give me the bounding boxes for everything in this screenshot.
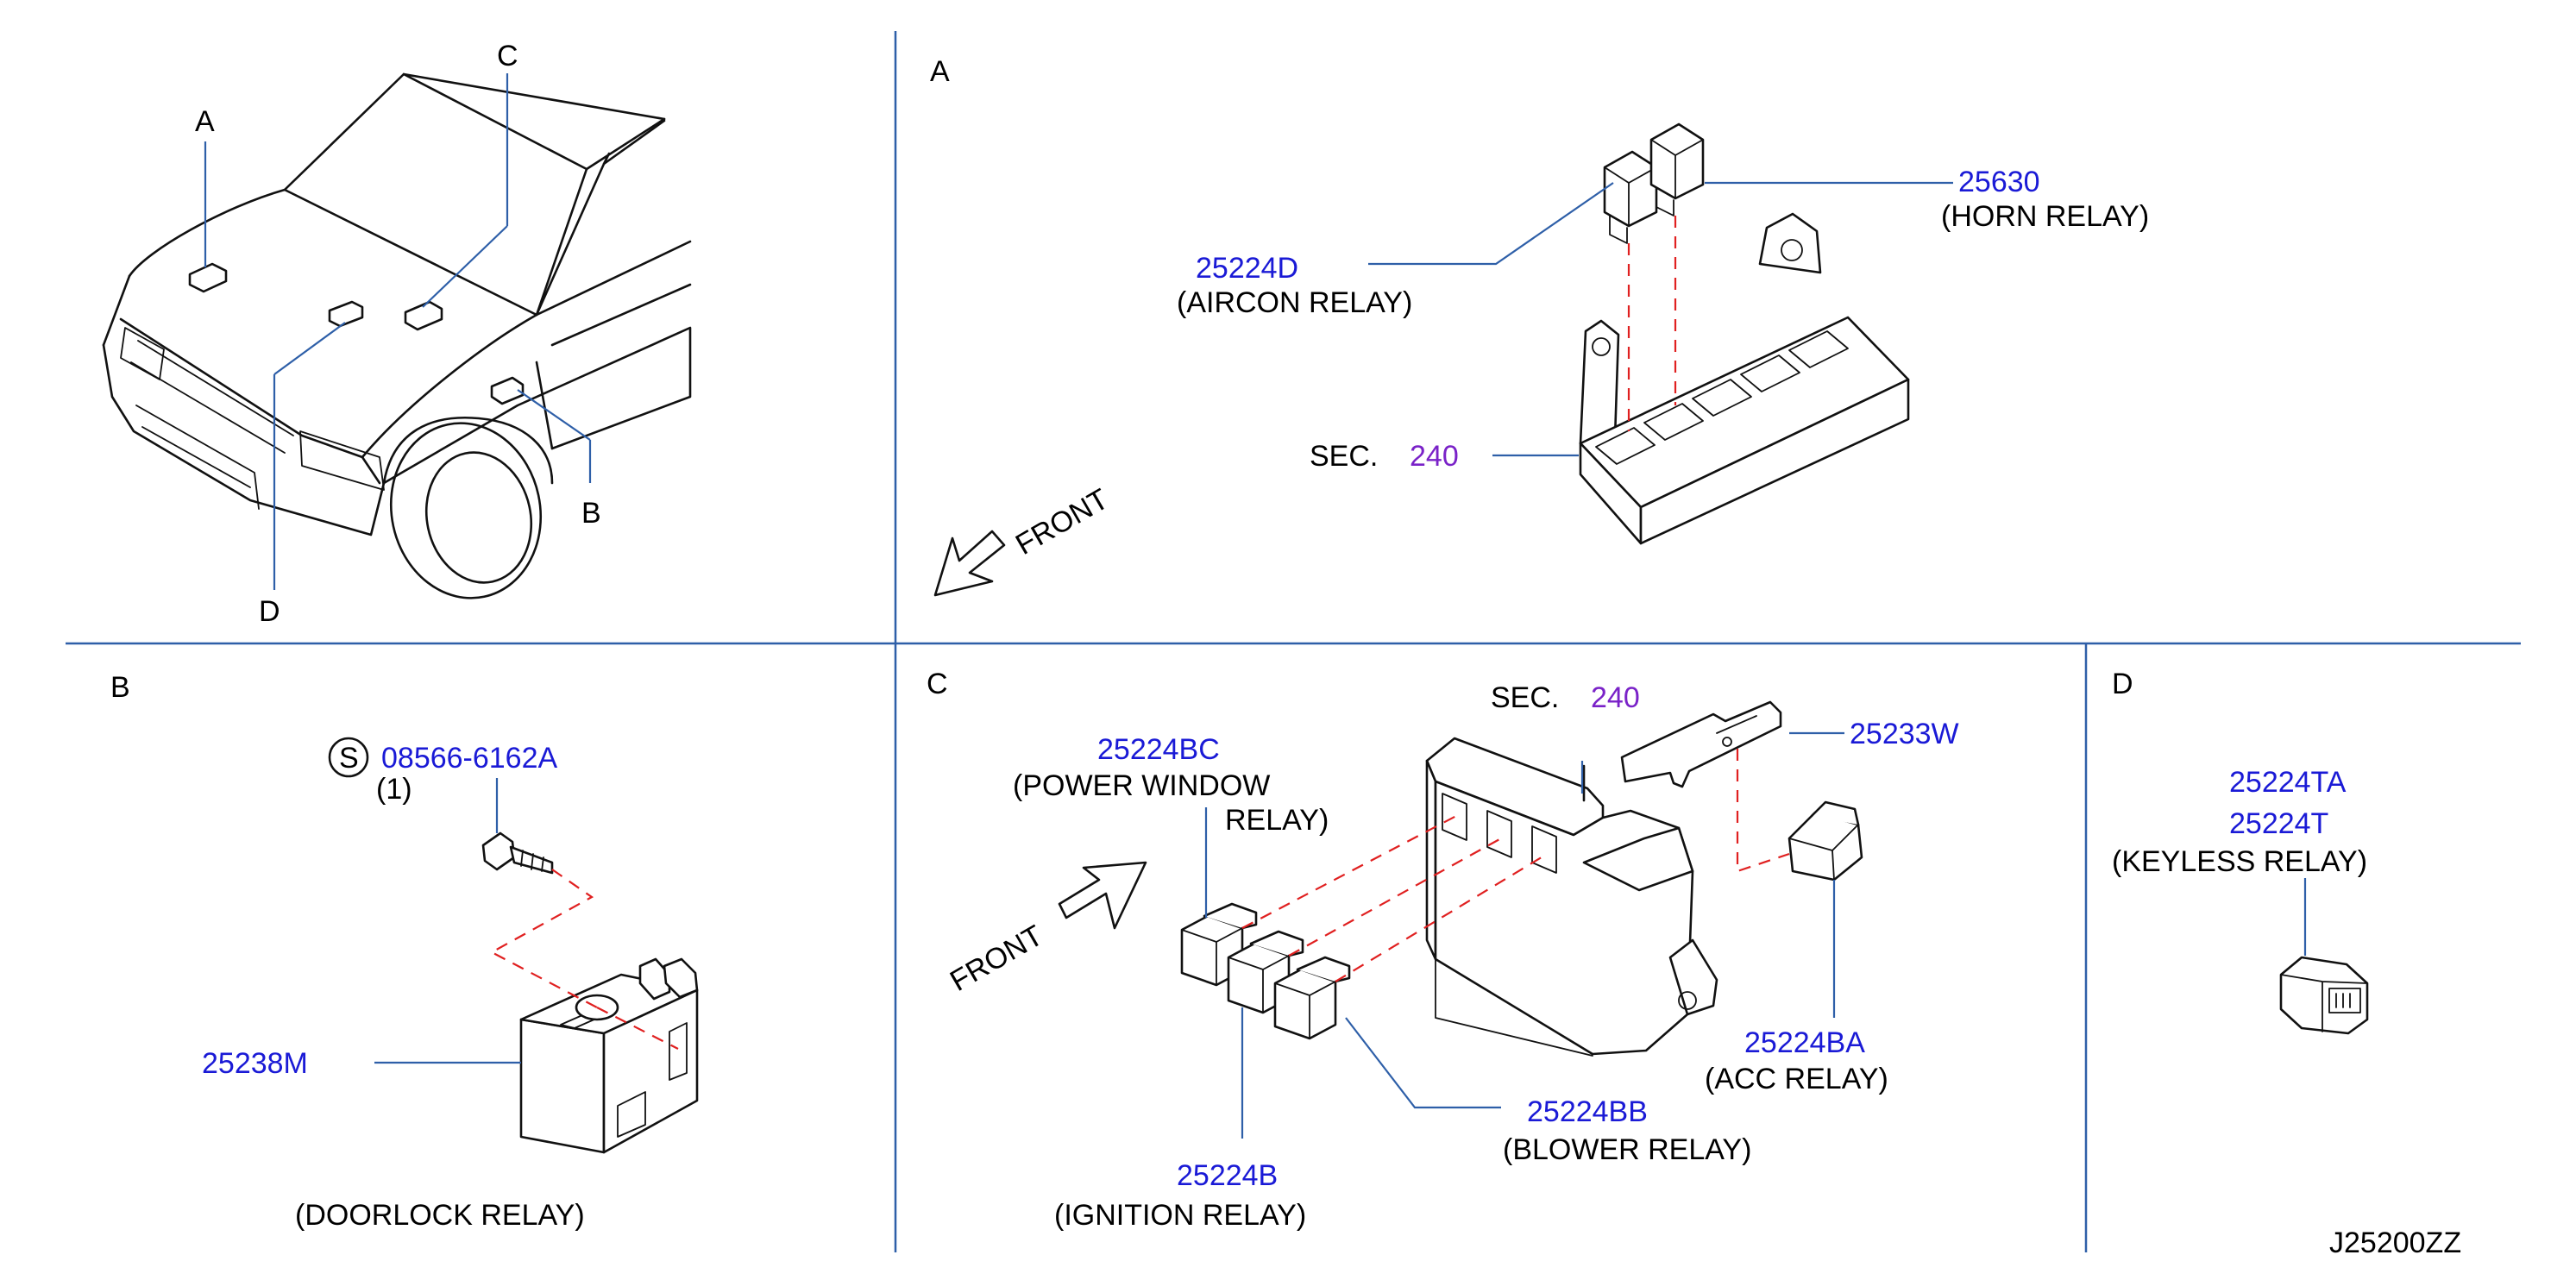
panel-c-leaders: [1204, 731, 1844, 1139]
screw-part-number: 08566-6162A: [381, 742, 558, 775]
blower-relay-name: (BLOWER RELAY): [1503, 1133, 1751, 1166]
overview-leaders: [204, 73, 592, 590]
junction-block-c: [1425, 737, 1718, 1057]
relay-box-a: [1579, 212, 1910, 545]
callout-label-c: C: [497, 40, 518, 72]
ignition-relay-name: (IGNITION RELAY): [1054, 1199, 1306, 1232]
vehicle-drawing: [102, 72, 692, 599]
screw-symbol-circle: [328, 737, 369, 778]
panel-a-hidden-lines: [1627, 216, 1677, 431]
front-label-c: FRONT: [945, 919, 1048, 997]
screw: [481, 778, 554, 875]
panel-c-sec-prefix: SEC.: [1491, 681, 1559, 714]
front-label-a: FRONT: [1010, 482, 1114, 561]
panel-a: A: [930, 55, 2149, 597]
panel-b-label: B: [110, 671, 130, 704]
panel-a-leaders: [1368, 181, 1953, 457]
panel-b-hidden-lines: [489, 869, 679, 1050]
ignition-relay: [1227, 930, 1304, 1014]
panel-d-label: D: [2112, 668, 2133, 700]
power-window-relay-name-line2: RELAY): [1225, 804, 1329, 837]
acc-relay-part-number: 25224BA: [1744, 1026, 1865, 1059]
power-window-relay: [1180, 902, 1258, 987]
panel-c-sec-number: 240: [1591, 681, 1640, 714]
doorlock-relay-name: (DOORLOCK RELAY): [295, 1199, 585, 1232]
horn-relay: [1649, 122, 1705, 216]
front-arrow-c: [1058, 861, 1147, 930]
acc-relay: [1787, 800, 1863, 882]
aircon-relay-name: (AIRCON RELAY): [1177, 286, 1412, 319]
keyless-relay: [2279, 956, 2369, 1035]
aircon-relay: [1603, 150, 1658, 244]
callout-label-a: A: [195, 105, 215, 138]
callout-label-b: B: [581, 497, 601, 530]
ignition-relay-part-number: 25224B: [1177, 1159, 1278, 1192]
panel-c-label: C: [927, 668, 948, 700]
keyless-relay-part-number-1: 25224TA: [2229, 766, 2347, 799]
diagram-code: J25200ZZ: [2329, 1227, 2461, 1259]
overview-panel: A C B D: [102, 40, 692, 628]
panel-dividers: [66, 31, 2521, 1252]
horn-relay-name: (HORN RELAY): [1941, 200, 2149, 233]
power-window-relay-name-line1: (POWER WINDOW: [1013, 769, 1270, 802]
blower-relay: [1273, 956, 1351, 1040]
horn-relay-part-number: 25630: [1958, 166, 2040, 198]
panel-a-sec-number: 240: [1410, 440, 1459, 473]
screw-symbol-letter: S: [339, 742, 359, 775]
callout-label-d: D: [259, 595, 280, 628]
aircon-relay-part-number: 25224D: [1196, 252, 1298, 285]
keyless-relay-part-number-2: 25224T: [2229, 807, 2328, 840]
power-window-relay-part-number: 25224BC: [1097, 733, 1220, 766]
acc-relay-name: (ACC RELAY): [1705, 1063, 1888, 1095]
panel-c: C SEC. 240: [927, 668, 1959, 1232]
panel-a-label: A: [930, 55, 950, 88]
front-arrow-a: [933, 530, 1006, 597]
doorlock-relay-part-number: 25238M: [202, 1047, 308, 1080]
blower-relay-part-number: 25224BB: [1527, 1095, 1648, 1128]
panel-b: B S 08566-6162A (1) 25238M (DOOR: [110, 671, 699, 1232]
screw-quantity: (1): [376, 773, 412, 806]
keyless-relay-name: (KEYLESS RELAY): [2112, 845, 2367, 878]
doorlock-relay: [519, 957, 699, 1154]
bracket-part-number: 25233W: [1850, 718, 1959, 750]
panel-a-sec-prefix: SEC.: [1310, 440, 1378, 473]
bracket-25233w: [1620, 700, 1782, 788]
panel-d: D 25224TA 25224T (KEYLESS RELAY): [2112, 668, 2369, 1035]
